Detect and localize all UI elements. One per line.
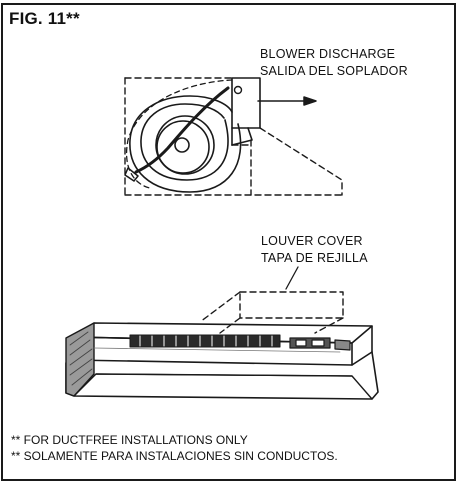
blower-discharge-label: BLOWER DISCHARGE SALIDA DEL SOPLADOR (260, 46, 408, 80)
hood-louver-opening (129, 334, 281, 348)
footnote-ductfree-en: ** FOR DUCTFREE INSTALLATIONS ONLY (11, 433, 248, 447)
blower-discharge-arrow-icon (257, 96, 317, 106)
footnotes: ** FOR DUCTFREE INSTALLATIONS ONLY ** SO… (11, 432, 338, 464)
figure-title: FIG. 11** (9, 9, 80, 28)
hood-underside (73, 373, 373, 400)
louver-cover-outline (199, 291, 344, 334)
blower-wheel (129, 95, 242, 193)
louver-cover-label-es: TAPA DE REJILLA (261, 251, 368, 265)
blower-outlet-duct (231, 77, 261, 146)
hood-control-panel (289, 337, 351, 351)
footnote-ductfree-es: ** SOLAMENTE PARA INSTALACIONES SIN COND… (11, 449, 338, 463)
hood-right-side (351, 325, 373, 366)
blower-power-cord (134, 86, 230, 174)
hood-hatching (69, 331, 93, 386)
range-hood (65, 266, 379, 400)
cord-connector (233, 85, 243, 95)
hood-louver-slats (139, 335, 273, 347)
louver-cover-pointer (285, 266, 299, 290)
blower-discharge-label-es: SALIDA DEL SOPLADOR (260, 64, 408, 78)
louver-cover-label: LOUVER COVER TAPA DE REJILLA (261, 233, 368, 267)
blower-discharge-label-en: BLOWER DISCHARGE (260, 47, 396, 61)
figure-frame (1, 3, 456, 481)
cord-plug-icon (124, 167, 139, 182)
hood-left-end-shading (65, 322, 95, 397)
louver-cover-label-en: LOUVER COVER (261, 234, 363, 248)
blower-assembly (124, 77, 343, 196)
